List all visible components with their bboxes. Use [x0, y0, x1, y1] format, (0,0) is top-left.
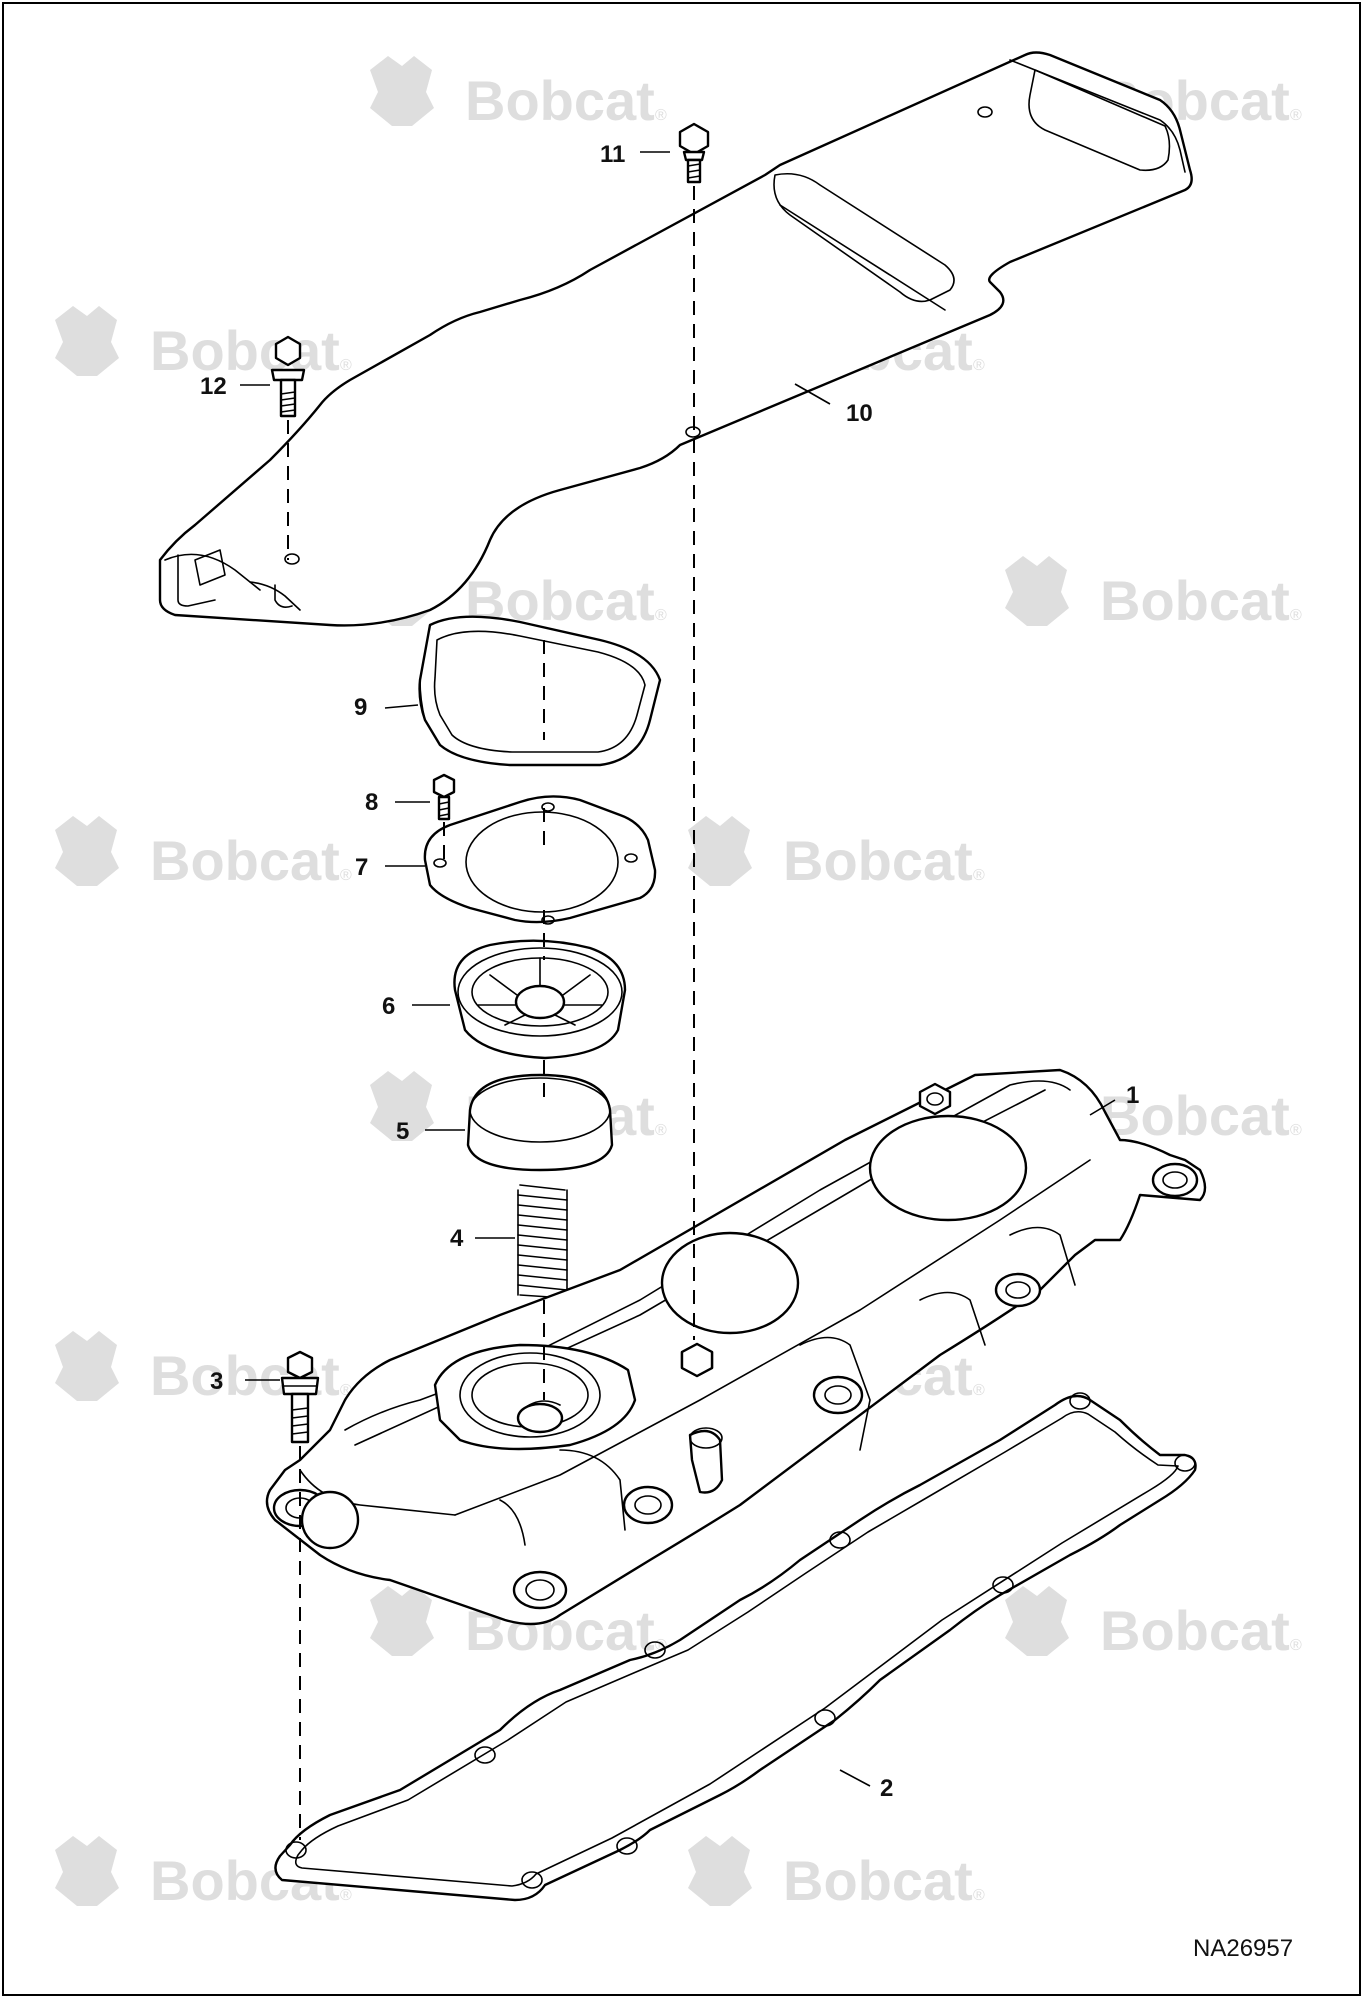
registered-mark: ® [973, 1887, 985, 1904]
callout-10: 10 [846, 400, 873, 427]
bobcat-watermark: Bobcat® [370, 56, 667, 132]
bobcat-watermark: Bobcat® [688, 816, 985, 892]
registered-mark: ® [973, 357, 985, 374]
bobcat-logo-icon [688, 1836, 752, 1906]
registered-mark: ® [1290, 607, 1302, 624]
alignment-lines [287, 186, 695, 1840]
valve-cover-gasket-2 [274, 1392, 1197, 1902]
registered-mark: ® [340, 1887, 352, 1904]
bobcat-logo-icon [55, 306, 119, 376]
callout-6: 6 [382, 993, 395, 1020]
registered-mark: ® [340, 357, 352, 374]
bobcat-logo-icon [55, 816, 119, 886]
bobcat-watermark-text: Bobcat [1100, 569, 1290, 632]
bobcat-watermark: Bobcat® [1005, 556, 1302, 632]
registered-mark: ® [973, 1382, 985, 1399]
diaphragm-6 [453, 939, 627, 1060]
callout-11: 11 [600, 141, 625, 168]
callout-3: 3 [210, 1368, 223, 1395]
registered-mark: ® [655, 107, 667, 124]
bobcat-logo-icon [1005, 556, 1069, 626]
callout-5: 5 [396, 1118, 409, 1145]
bobcat-watermark: Bobcat® [1005, 1586, 1302, 1662]
valve-cover-1 [265, 1068, 1207, 1626]
bobcat-watermark-text: Bobcat [1100, 1084, 1290, 1147]
bobcat-logo-icon [1005, 1586, 1069, 1656]
callout-leaders [240, 151, 1116, 1787]
bobcat-logo-icon [370, 1586, 434, 1656]
callout-7: 7 [355, 854, 368, 881]
registered-mark: ® [340, 867, 352, 884]
bobcat-logo-icon [370, 56, 434, 126]
registered-mark: ® [1290, 107, 1302, 124]
bobcat-watermark-text: Bobcat [783, 1849, 973, 1912]
callout-1: 1 [1126, 1082, 1139, 1109]
diagram-reference-code: NA26957 [1193, 1935, 1293, 1962]
callout-9: 9 [354, 694, 367, 721]
callout-4: 4 [450, 1225, 464, 1252]
bobcat-watermark-text: Bobcat [1100, 1599, 1290, 1662]
bobcat-watermark: Bobcat® [55, 306, 352, 382]
callout-labels: 11 12 10 9 8 7 6 5 4 3 1 2 [200, 141, 1139, 1802]
bobcat-watermark: Bobcat® [688, 1836, 985, 1912]
cover-plate-9 [418, 615, 662, 767]
bobcat-watermark-text: Bobcat [783, 829, 973, 892]
bobcat-watermark: Bobcat® [55, 1836, 352, 1912]
bobcat-watermark: Bobcat® [55, 816, 352, 892]
bobcat-logo-icon [370, 1071, 434, 1141]
seal-ring-5 [466, 1073, 614, 1172]
registered-mark: ® [973, 867, 985, 884]
bolt-8 [432, 773, 456, 821]
callout-8: 8 [365, 789, 378, 816]
bobcat-logo-icon [55, 1836, 119, 1906]
bobcat-watermark-text: Bobcat [465, 69, 655, 132]
bolt-3 [280, 1350, 320, 1444]
valve-cover-shield [158, 51, 1193, 627]
grommet-nut [680, 1342, 714, 1378]
callout-12: 12 [200, 373, 227, 400]
bobcat-watermark-text: Bobcat [150, 829, 340, 892]
spring-4 [517, 1184, 568, 1299]
bolt-11 [678, 122, 710, 184]
registered-mark: ® [655, 1122, 667, 1139]
registered-mark: ® [1290, 1637, 1302, 1654]
retainer-plate-7 [423, 795, 657, 925]
bobcat-watermark-text: Bobcat [150, 319, 340, 382]
bobcat-logo-icon [55, 1331, 119, 1401]
bobcat-watermark-text: Bobcat [150, 1344, 340, 1407]
registered-mark: ® [1290, 1122, 1302, 1139]
callout-2: 2 [880, 1775, 893, 1802]
bolt-12 [270, 335, 306, 418]
bobcat-logo-icon [688, 816, 752, 886]
registered-mark: ® [655, 607, 667, 624]
